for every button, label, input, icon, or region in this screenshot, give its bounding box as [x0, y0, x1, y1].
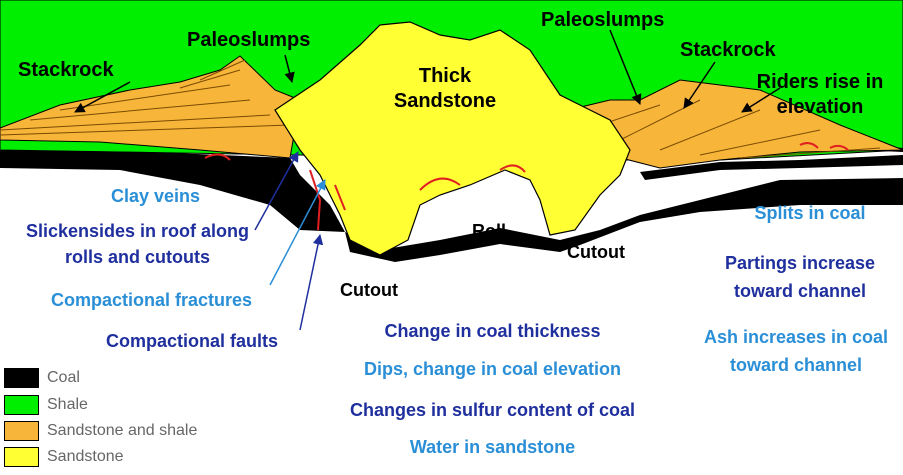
partings-label: Partings increase toward channel	[724, 253, 876, 301]
water-label: Water in sandstone	[409, 437, 576, 457]
coal-seam-right	[640, 155, 903, 180]
splits-label: Splits in coal	[754, 203, 866, 223]
legend-item-coal: Coal	[4, 367, 80, 389]
dips-label: Dips, change in coal elevation	[363, 359, 622, 379]
paleoslumps-right-label: Paleoslumps	[541, 9, 665, 31]
legend-swatch-shale	[4, 395, 39, 415]
compactional-faults-label: Compactional faults	[106, 331, 279, 351]
ash-label: Ash increases in coal toward channel	[703, 327, 889, 375]
legend-swatch-sandstone-and-shale	[4, 421, 39, 441]
coal-seam-left	[0, 150, 345, 232]
legend-item-sandstone-and-shale: Sandstone and shale	[4, 420, 197, 442]
legend-label-sandstone-and-shale: Sandstone and shale	[47, 422, 198, 439]
thick-sandstone	[274, 21, 631, 256]
slickenside-marks	[204, 142, 849, 231]
legend-label-coal: Coal	[47, 369, 80, 386]
legend-swatch-sandstone	[4, 447, 39, 467]
riders-label: Riders rise in elevation	[756, 71, 884, 118]
legend-item-shale: Shale	[4, 394, 88, 416]
legend-label-sandstone: Sandstone	[47, 448, 124, 465]
sulfur-label: Changes in sulfur content of coal	[349, 400, 636, 420]
legend-item-sandstone: Sandstone	[4, 446, 124, 468]
compactional-fractures-label: Compactional fractures	[51, 290, 253, 310]
cutout-right-label: Cutout	[567, 242, 625, 262]
stackrock-right-label: Stackrock	[680, 39, 776, 61]
stackrock-left-label: Stackrock	[18, 59, 114, 81]
clay-veins-label: Clay veins	[111, 186, 201, 206]
thick-sandstone-label: Thick Sandstone	[393, 65, 497, 112]
legend-label-shale: Shale	[47, 396, 88, 413]
legend-swatch-coal	[4, 368, 39, 388]
coal-seam-middle	[345, 178, 903, 262]
roll-label: Roll	[472, 221, 506, 241]
cutout-left-label: Cutout	[340, 280, 398, 300]
slickensides-label: Slickensides in roof along rolls and cut…	[25, 221, 250, 268]
paleoslumps-left-label: Paleoslumps	[187, 29, 311, 51]
coal-thickness-label: Change in coal thickness	[384, 321, 601, 341]
